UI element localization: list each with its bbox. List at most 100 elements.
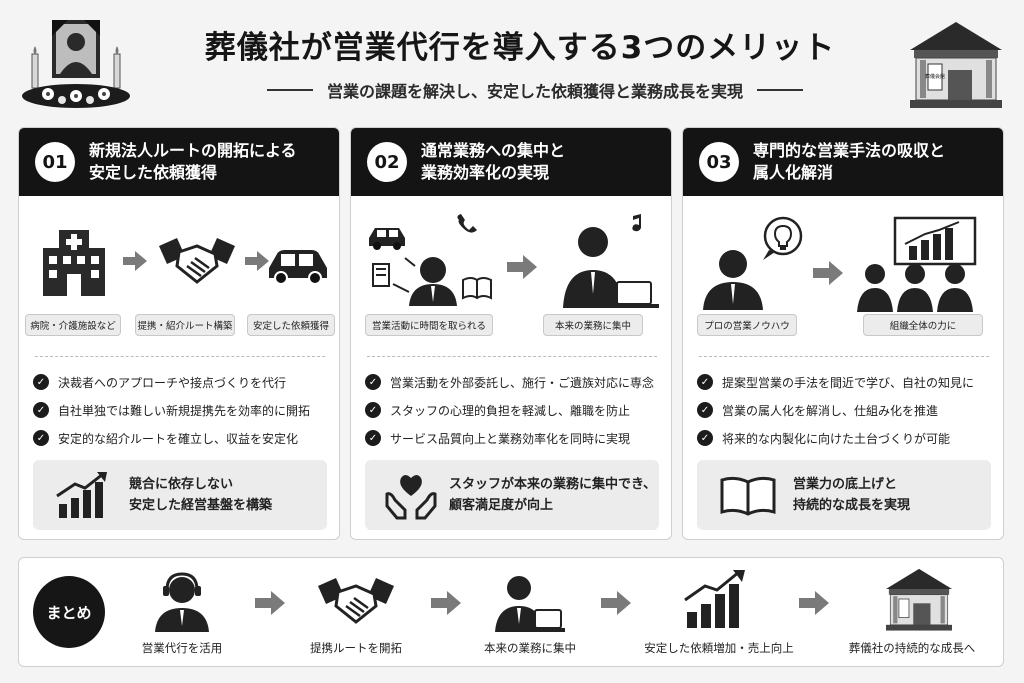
check-item: ✓決裁者へのアプローチや接点づくりを代行 (33, 368, 333, 396)
check-icon: ✓ (33, 374, 49, 390)
check-text: 営業の属人化を解消し、仕組み化を推進 (722, 403, 939, 418)
page-subtitle: 営業の課題を解決し、安定した依頼獲得と業務成長を実現 (326, 82, 743, 101)
subtitle-left-rule (266, 89, 313, 91)
check-text: 提案型営業の手法を間近で学び、自社の知見に (722, 375, 975, 390)
check-item: ✓将来的な内製化に向けた土台づくりが可能 (697, 424, 997, 452)
check-icon: ✓ (697, 402, 713, 418)
panel-title-line2: 属人化解消 (753, 163, 834, 182)
step-tag: 安定した依頼獲得 (247, 314, 335, 336)
result-line2: 顧客満足度が向上 (449, 498, 554, 513)
hall-sign-text: 葬儀会館 (925, 73, 945, 80)
panel-title: 専門的な営業手法の吸収と 属人化解消 (753, 140, 998, 184)
arrow-right-icon (601, 591, 631, 615)
step-tag: 組織全体の力に (863, 314, 983, 336)
header: 葬儀社が営業代行を導入する3つのメリット 営業の課題を解決し、安定した依頼獲得と… (0, 0, 1024, 118)
check-icon: ✓ (365, 374, 381, 390)
summary-step-label: 本来の業務に集中 (484, 641, 576, 655)
check-item: ✓スタッフの心理的負担を軽減し、離職を防止 (365, 396, 665, 424)
handshake-icon (318, 578, 394, 624)
growth-chart-icon (56, 472, 107, 518)
check-text: 自社単独では難しい新規提携先を効率的に開拓 (58, 403, 311, 418)
panel-header: 02 通常業務への集中と 業務効率化の実現 (351, 128, 671, 196)
check-item: ✓ 自社単独では難しい新規提携先を効率的に開拓 (33, 396, 333, 424)
team-presentation-icon (857, 216, 977, 312)
panel-title-line1: 新規法人ルートの開拓による (89, 141, 297, 160)
check-item: ✓ 提案型営業の手法を間近で学び、自社の知見に (697, 368, 997, 396)
step-tag: プロの営業ノウハウ (697, 314, 797, 336)
headset-operator-icon (155, 572, 209, 632)
check-text: サービス品質向上と業務効率化を同時に実現 (390, 431, 631, 446)
subtitle-right-rule (757, 89, 803, 91)
caring-hands-heart-icon (385, 475, 437, 520)
summary-bar: まとめ 営業代行を活用 提携ルートを開拓 本来の業務に集中 安定した依頼増加・売… (18, 557, 1004, 667)
open-book-icon (720, 476, 776, 516)
result-text: スタッフが本来の業務に集中でき、 顧客満足度が向上 (449, 474, 657, 516)
check-icon: ✓ (33, 430, 49, 446)
memorial-portrait-icon (22, 20, 130, 108)
result-line1: 競合に依存しない (129, 477, 234, 492)
check-item: ✓ サービス品質向上と業務効率化を同時に実現 (365, 424, 665, 452)
check-text: 安定的な紹介ルートを確立し、収益を安定化 (58, 431, 299, 446)
subtitle-row: 営業の課題を解決し、安定した依頼獲得と業務成長を実現 (210, 78, 860, 102)
panel-title-line2: 業務効率化の実現 (421, 163, 550, 182)
benefit-panel-3: 03 専門的な営業手法の吸収と 属人化解消 プロの営業ノウハウ 組織全体の力に (682, 127, 1004, 540)
check-item: ✓ 安定的な紹介ルートを確立し、収益を安定化 (33, 424, 333, 452)
funeral-hall-icon (886, 568, 952, 631)
check-icon: ✓ (697, 430, 713, 446)
panel-title: 通常業務への集中と 業務効率化の実現 (421, 140, 666, 184)
car-icon (269, 250, 327, 285)
check-item: ✓ 営業の属人化を解消し、仕組み化を推進 (697, 396, 997, 424)
summary-step-label: 安定した依頼増加・売上向上 (644, 641, 794, 655)
handshake-icon (159, 238, 235, 284)
result-text: 競合に依存しない 安定した経営基盤を構築 (129, 474, 324, 516)
check-icon: ✓ (697, 374, 713, 390)
check-icon: ✓ (33, 402, 49, 418)
arrow-right-icon (245, 251, 269, 271)
panel-number: 03 (699, 142, 739, 182)
step-tag: 営業活動に時間を取られる (365, 314, 493, 336)
arrow-right-icon (123, 251, 147, 271)
result-box: 営業力の底上げと 持続的な成長を実現 (697, 460, 991, 530)
panel-illustration: 営業活動に時間を取られる 本来の業務に集中 (351, 208, 671, 398)
panel-illustration: プロの営業ノウハウ 組織全体の力に (683, 208, 1003, 398)
check-icon: ✓ (365, 430, 381, 446)
panel-number: 01 (35, 142, 75, 182)
panel-number: 02 (367, 142, 407, 182)
panel-title-line1: 専門的な営業手法の吸収と (753, 141, 946, 160)
arrow-right-icon (431, 591, 461, 615)
panel-illustration: 病院・介護施設など 提携・紹介ルート構築 安定した依頼獲得 (19, 208, 339, 398)
worker-laptop-icon (495, 576, 565, 632)
step-tag: 病院・介護施設など (25, 314, 121, 336)
pro-salesperson-idea-icon (703, 216, 803, 310)
divider (35, 356, 325, 357)
summary-step-label: 営業代行を活用 (141, 641, 223, 655)
busy-worker-icon (369, 214, 492, 306)
panel-header: 03 専門的な営業手法の吸収と 属人化解消 (683, 128, 1003, 196)
result-text: 営業力の底上げと 持続的な成長を実現 (793, 474, 988, 516)
summary-step-label: 提携ルートを開拓 (310, 641, 402, 655)
arrow-right-icon (507, 255, 537, 279)
focused-worker-icon (563, 214, 659, 308)
arrow-right-icon (255, 591, 285, 615)
result-line1: スタッフが本来の業務に集中でき、 (449, 477, 657, 492)
check-text: 営業活動を外部委託し、施行・ご遺族対応に専念 (390, 375, 655, 390)
hospital-icon (43, 230, 105, 296)
panel-title-line2: 安定した依頼獲得 (89, 163, 218, 182)
step-tag: 提携・紹介ルート構築 (135, 314, 235, 336)
summary-step-label: 葬儀社の持続的な成長へ (848, 641, 976, 655)
step-tag: 本来の業務に集中 (543, 314, 643, 336)
benefit-panel-1: 01 新規法人ルートの開拓による 安定した依頼獲得 (18, 127, 340, 540)
result-box: スタッフが本来の業務に集中でき、 顧客満足度が向上 (365, 460, 659, 530)
growth-chart-icon (684, 570, 745, 628)
check-list: ✓決裁者へのアプローチや接点づくりを代行 ✓ 自社単独では難しい新規提携先を効率的… (33, 368, 333, 452)
page-title: 葬儀社が営業代行を導入する3つのメリット (204, 30, 836, 66)
check-icon: ✓ (365, 402, 381, 418)
arrow-right-icon (799, 591, 829, 615)
panel-title-line1: 通常業務への集中と (421, 141, 566, 160)
result-box: 競合に依存しない 安定した経営基盤を構築 (33, 460, 327, 530)
result-line1: 営業力の底上げと (793, 477, 898, 492)
divider (367, 356, 657, 357)
check-list: ✓ 営業活動を外部委託し、施行・ご遺族対応に専念 ✓スタッフの心理的負担を軽減し、… (365, 368, 665, 452)
summary-badge: まとめ (33, 576, 105, 648)
check-item: ✓ 営業活動を外部委託し、施行・ご遺族対応に専念 (365, 368, 665, 396)
